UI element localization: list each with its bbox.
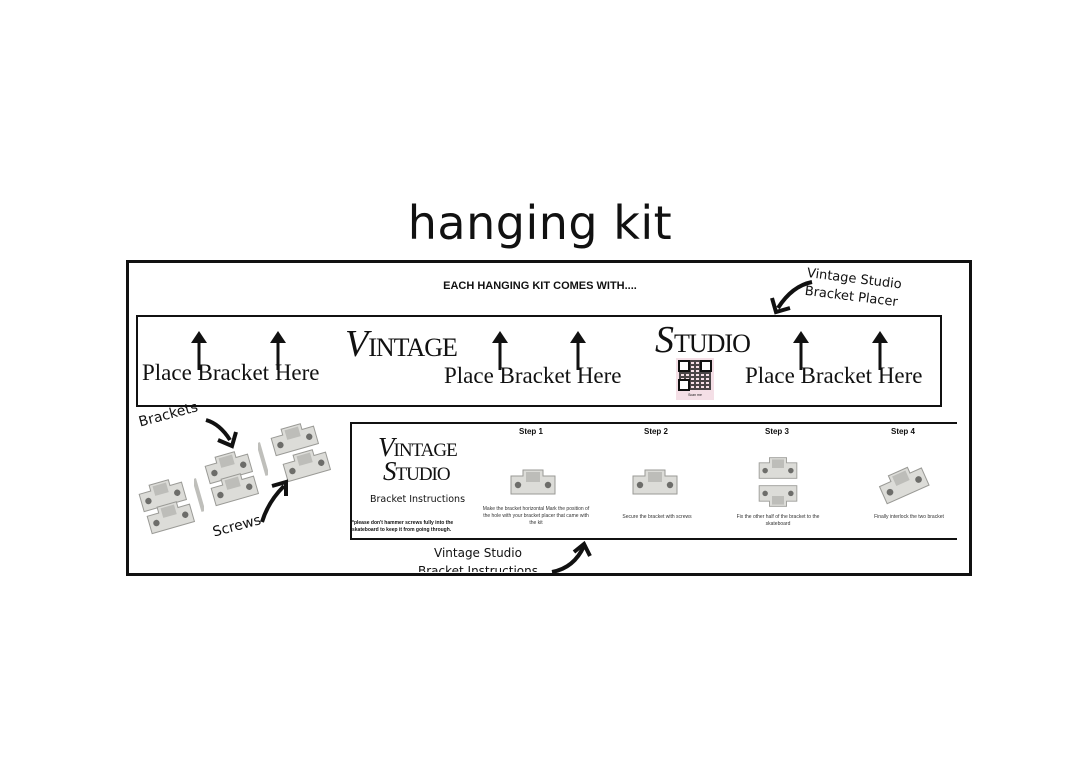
- qr-code-icon: Scan me: [676, 358, 714, 400]
- step-2-text: Secure the bracket with screws: [622, 514, 692, 520]
- step-4-title: Step 4: [890, 427, 915, 436]
- step-4-text: Finally interlock the two bracket: [874, 514, 944, 520]
- curved-arrow-icon: [205, 418, 238, 449]
- place-bracket-label: Place Bracket Here: [745, 363, 923, 388]
- screw-icon: [258, 442, 268, 476]
- qr-caption: Scan me: [688, 393, 702, 397]
- place-bracket-label: Place Bracket Here: [142, 360, 320, 385]
- step-3-text: Fix the other half of the bracket to the…: [736, 514, 820, 527]
- instructions-label: Vintage Studio Bracket Instructions: [416, 544, 540, 572]
- screw-icon: [194, 478, 204, 512]
- kit-frame: [126, 260, 972, 576]
- curved-arrow-icon: [551, 540, 592, 574]
- instructions-label-line2: Bracket Instructions: [417, 564, 539, 572]
- step-3-title: Step 3: [764, 427, 789, 436]
- step-2-title: Step 2: [643, 427, 668, 436]
- bracket-icon: [630, 468, 680, 496]
- instructions-card: [350, 422, 957, 540]
- bracket-icon: [754, 484, 802, 508]
- instructions-logo-vintage: VINTAGE: [378, 432, 458, 462]
- instructions-subtitle: Bracket Instructions: [370, 494, 466, 505]
- bracket-icon: [754, 456, 802, 480]
- instructions-label-line1: Vintage Studio: [434, 546, 522, 560]
- step-1-title: Step 1: [518, 427, 543, 436]
- page-title: hanging kit: [407, 196, 673, 250]
- step-1-text: Make the bracket horizontal Mark the pos…: [482, 506, 590, 526]
- curved-arrow-icon: [260, 479, 288, 523]
- brand-studio: STUDIO: [655, 319, 751, 361]
- instructions-note: *please don't hammer screws fully into t…: [352, 520, 454, 533]
- brand-vintage: VINTAGE: [345, 323, 458, 365]
- kit-heading: EACH HANGING KIT COMES WITH....: [443, 280, 637, 292]
- place-bracket-label: Place Bracket Here: [444, 363, 622, 388]
- instructions-logo-studio: STUDIO: [383, 456, 451, 486]
- curved-arrow-icon: [770, 280, 813, 315]
- bracket-placer-strip: [136, 315, 942, 407]
- bracket-icon: [508, 468, 558, 496]
